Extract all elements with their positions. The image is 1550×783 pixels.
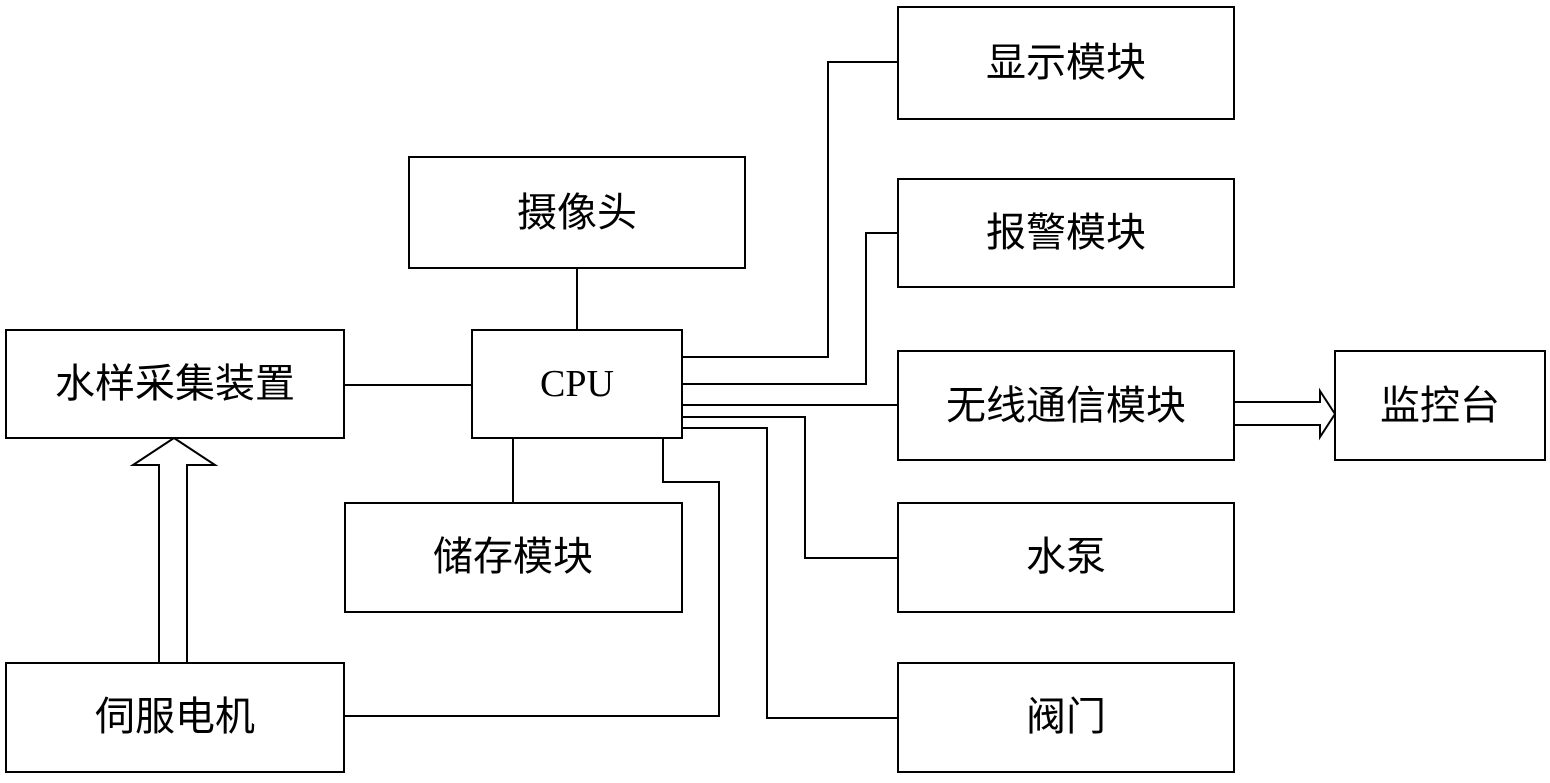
connections <box>344 61 898 719</box>
node-sampler: 水样采集装置 <box>5 329 345 439</box>
arrow-wireless-to-monitor <box>1235 387 1337 441</box>
node-alarm: 报警模块 <box>897 178 1235 288</box>
node-camera: 摄像头 <box>408 156 746 269</box>
node-monitor-label: 监控台 <box>1380 383 1500 429</box>
node-servo: 伺服电机 <box>5 662 345 773</box>
node-pump-label: 水泵 <box>1026 534 1106 580</box>
wire-cpu-valve <box>682 427 898 719</box>
node-pump: 水泵 <box>897 502 1235 613</box>
node-wireless: 无线通信模块 <box>897 350 1235 461</box>
wire-cpu-display <box>682 61 898 358</box>
node-valve: 阀门 <box>897 662 1235 773</box>
arrow-servo-to-sampler <box>129 436 219 663</box>
node-display-label: 显示模块 <box>986 40 1146 86</box>
node-storage: 储存模块 <box>344 502 683 613</box>
node-servo-label: 伺服电机 <box>95 694 255 740</box>
node-alarm-label: 报警模块 <box>986 210 1146 256</box>
node-sampler-label: 水样采集装置 <box>55 361 295 407</box>
wire-cpu-servo <box>344 438 720 717</box>
node-storage-label: 储存模块 <box>433 534 593 580</box>
node-monitor: 监控台 <box>1334 350 1546 461</box>
wire-cpu-pump <box>682 416 898 559</box>
wire-cpu-alarm <box>682 232 898 385</box>
node-camera-label: 摄像头 <box>517 190 637 236</box>
node-valve-label: 阀门 <box>1026 694 1106 740</box>
node-cpu: CPU <box>471 329 683 439</box>
node-display: 显示模块 <box>897 6 1235 120</box>
node-wireless-label: 无线通信模块 <box>946 383 1186 429</box>
node-cpu-label: CPU <box>540 363 614 405</box>
